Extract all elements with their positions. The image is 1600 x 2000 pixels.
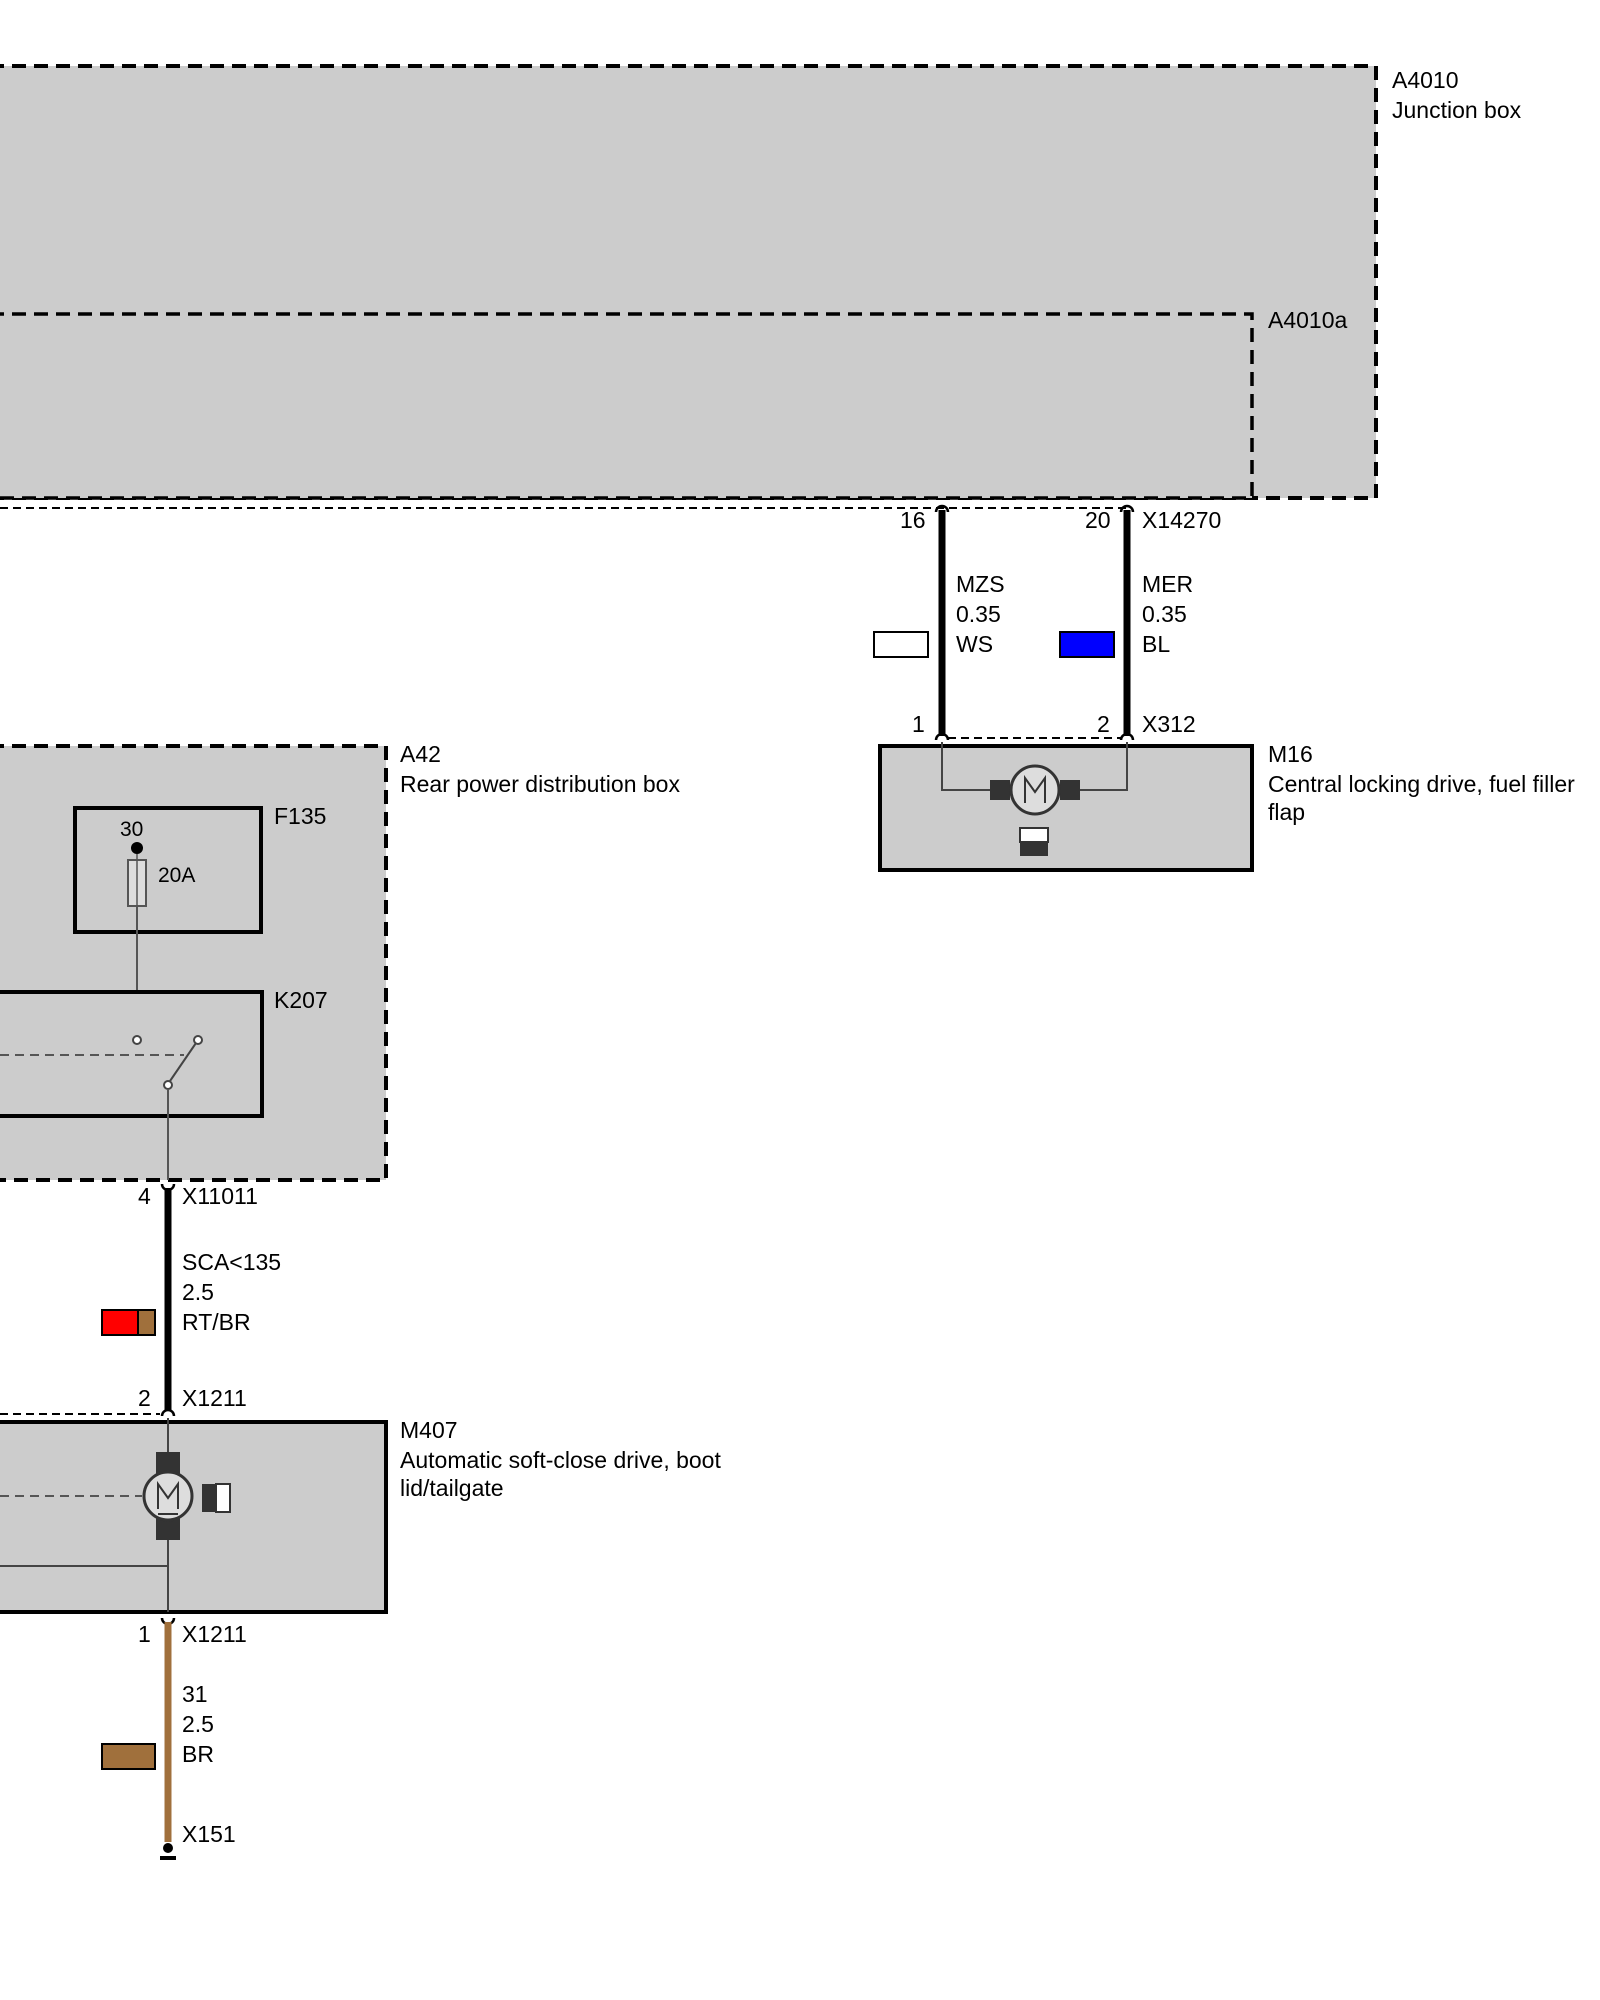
a42-name: Rear power distribution box <box>400 771 680 797</box>
component-a42: A42 Rear power distribution box 30 20A F… <box>0 741 680 1209</box>
wire-mzs-color: WS <box>956 631 993 657</box>
a42-connector: X11011 <box>182 1183 258 1209</box>
m407-name-line2: lid/tailgate <box>400 1475 504 1501</box>
actuator-icon <box>1019 827 1049 856</box>
pin-16-terminal <box>934 504 950 513</box>
motor-icon <box>1009 764 1061 816</box>
pin-16-label: 16 <box>900 507 926 533</box>
pin-20-label: 20 <box>1085 507 1111 533</box>
component-m16: 1 2 X312 M16 Central locking drive, fuel… <box>878 711 1575 872</box>
wire-31-signal: 31 <box>182 1681 208 1707</box>
x14270-label: X14270 <box>1142 507 1221 533</box>
a42-pin-4: 4 <box>138 1183 151 1209</box>
wire-31-color: BR <box>182 1741 214 1767</box>
wire-sca135-signal: SCA<135 <box>182 1249 281 1275</box>
m16-name-line1: Central locking drive, fuel filler <box>1268 771 1575 797</box>
a4010a-id: A4010a <box>1268 307 1348 333</box>
motor-icon <box>142 1470 194 1522</box>
ground-id: X151 <box>182 1821 236 1847</box>
wire-31-swatch <box>101 1743 156 1770</box>
a4010-name: Junction box <box>1392 97 1522 123</box>
a4010-id: A4010 <box>1392 67 1459 93</box>
wire-31: 31 2.5 BR <box>101 1622 214 1842</box>
component-m407: 2 X1211 M407 Automatic soft-close drive,… <box>0 1385 721 1647</box>
wire-sca135-swatch-red <box>101 1309 139 1336</box>
wire-sca135-color: RT/BR <box>182 1309 251 1335</box>
wire-mzs: MZS 0.35 WS <box>873 510 1005 736</box>
wire-sca135-gauge: 2.5 <box>182 1279 214 1305</box>
wire-mer-signal: MER <box>1142 571 1193 597</box>
wire-mer-swatch <box>1059 631 1115 658</box>
fuse-id: F135 <box>274 803 326 829</box>
wire-mer-color: BL <box>1142 631 1170 657</box>
wire-mzs-swatch <box>873 631 929 658</box>
wire-sca135-swatch-brown <box>137 1309 156 1336</box>
m407-connector-bottom: X1211 <box>182 1621 247 1647</box>
fuse-terminal-label: 30 <box>120 818 143 841</box>
connector-x14270: 16 20 X14270 <box>900 504 1221 533</box>
a42-id: A42 <box>400 741 441 767</box>
wire-mer-gauge: 0.35 <box>1142 601 1187 627</box>
m16-name-line2: flap <box>1268 799 1305 825</box>
actuator-icon <box>202 1483 231 1513</box>
m407-name-line1: Automatic soft-close drive, boot <box>400 1447 721 1473</box>
fuse-f135: 30 20A F135 <box>73 803 326 1040</box>
m407-id: M407 <box>400 1417 458 1443</box>
wire-mzs-signal: MZS <box>956 571 1005 597</box>
wire-mer: MER 0.35 BL <box>1059 510 1193 736</box>
ground-x151: X151 <box>160 1821 236 1860</box>
m407-connector-top: X1211 <box>182 1385 247 1411</box>
wire-mzs-gauge: 0.35 <box>956 601 1001 627</box>
m407-pin-1: 1 <box>138 1621 151 1647</box>
junction-box-a4010a <box>0 312 1254 500</box>
wire-31-gauge: 2.5 <box>182 1711 214 1737</box>
ground-icon <box>163 1843 173 1853</box>
m16-connector: X312 <box>1142 711 1196 737</box>
m407-pin-2: 2 <box>138 1385 151 1411</box>
pin-20-terminal <box>1119 504 1135 513</box>
m16-pin-2: 2 <box>1097 711 1110 737</box>
fuse-rating: 20A <box>158 864 195 887</box>
m16-pin-1: 1 <box>912 711 925 737</box>
m16-id: M16 <box>1268 741 1313 767</box>
relay-id: K207 <box>274 987 328 1013</box>
relay-switch-icon <box>169 1042 197 1082</box>
wire-sca135: SCA<135 2.5 RT/BR <box>101 1188 281 1410</box>
relay-k207: K207 <box>0 987 328 1180</box>
junction-box-a4010: A4010 Junction box A4010a <box>0 64 1522 509</box>
